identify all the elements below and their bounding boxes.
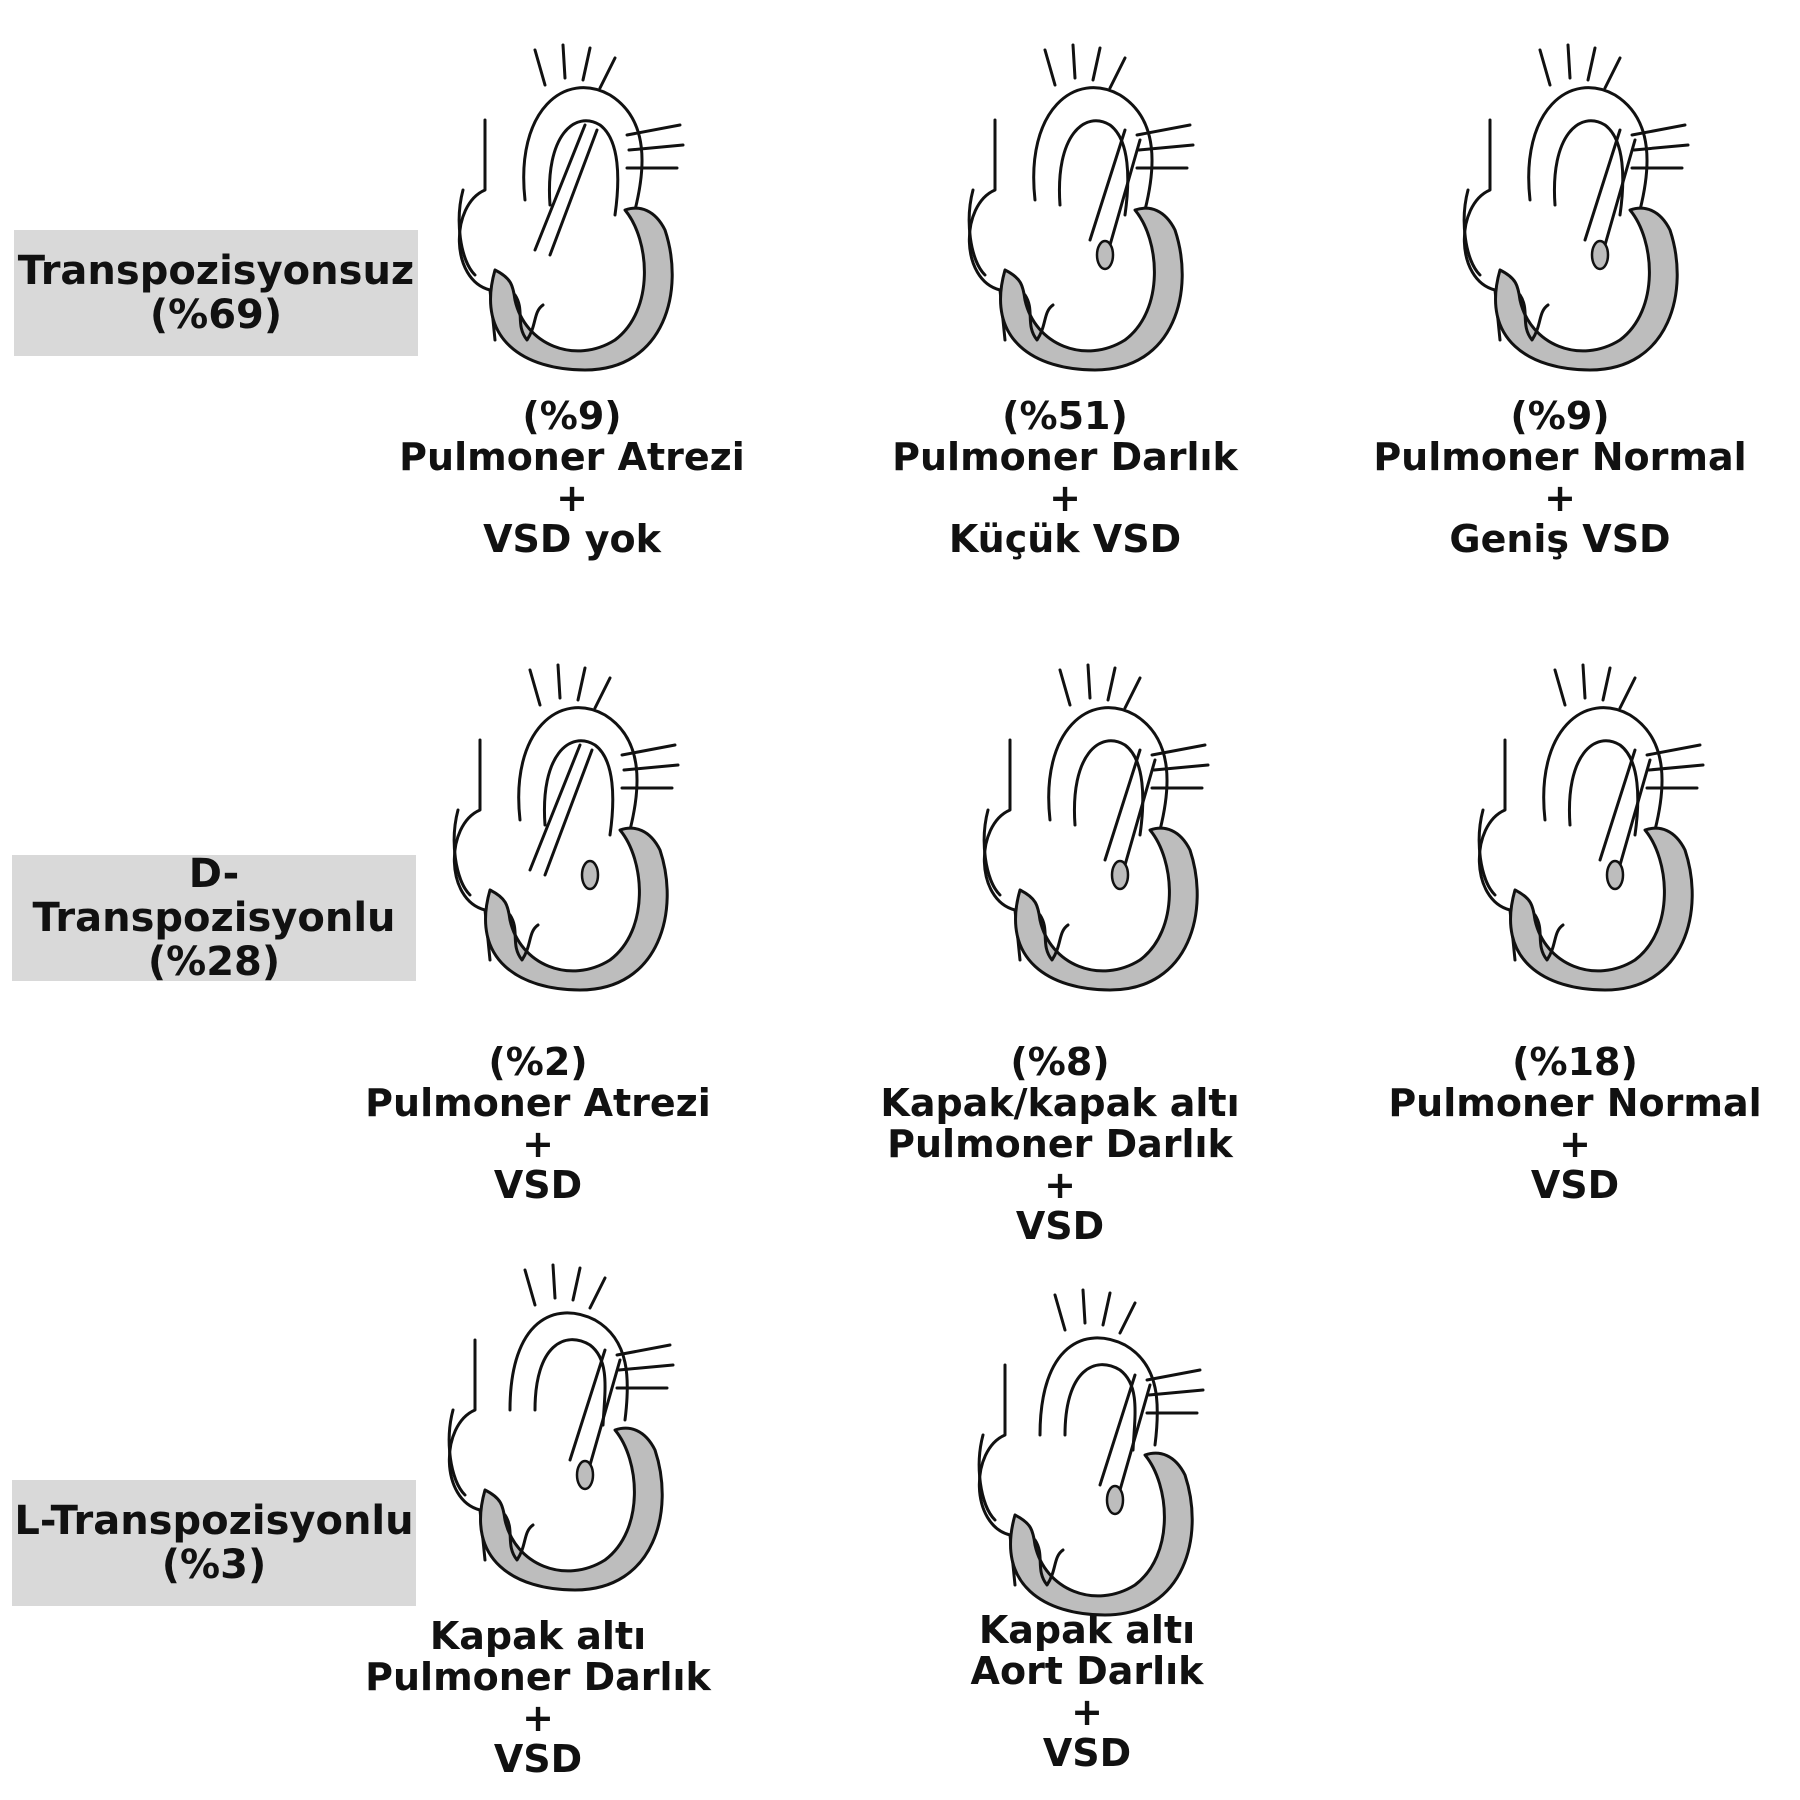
caption-line: + [522, 1122, 554, 1166]
category-label: L-Transpozisyonlu [14, 1498, 414, 1544]
category-percent: (%3) [161, 1542, 267, 1588]
caption-line: Küçük VSD [948, 517, 1182, 561]
caption-line: Kapak altı [429, 1614, 647, 1658]
heart-pulmonary-normal-large-vsd-icon [1420, 40, 1710, 380]
caption-line: (%8) [1010, 1040, 1110, 1084]
heart-pulmonary-atresia-no-vsd-icon [415, 40, 705, 380]
caption-line: + [1544, 476, 1576, 520]
category-percent: (%28) [147, 939, 281, 985]
caption-2: (%51) Pulmoner Darlık + Küçük VSD [855, 396, 1275, 560]
caption-6: (%18) Pulmoner Normal + VSD [1365, 1042, 1785, 1206]
caption-line: + [1559, 1122, 1591, 1166]
category-label: D-Transpozisyonlu [32, 851, 396, 941]
caption-line: Pulmoner Normal [1373, 435, 1747, 479]
heart-diagram-1 [415, 40, 705, 380]
caption-1: (%9) Pulmoner Atrezi + VSD yok [362, 396, 782, 560]
caption-line: Aort Darlık [970, 1649, 1204, 1693]
caption-line: Pulmoner Darlık [892, 435, 1238, 479]
heart-diagram-4 [410, 660, 700, 1000]
heart-dtga-pulmonary-normal-vsd-icon [1435, 660, 1725, 1000]
caption-line: (%18) [1512, 1040, 1638, 1084]
caption-7: Kapak altı Pulmoner Darlık + VSD [328, 1616, 748, 1780]
caption-line: Pulmoner Normal [1388, 1081, 1762, 1125]
caption-line: + [522, 1696, 554, 1740]
caption-line: + [1071, 1690, 1103, 1734]
caption-line: (%9) [522, 394, 622, 438]
heart-dtga-pulmonary-stenosis-vsd-icon [940, 660, 1230, 1000]
heart-ltga-subvalvular-pulmonary-stenosis-vsd-icon [405, 1260, 695, 1600]
caption-line: + [556, 476, 588, 520]
heart-diagram-7 [405, 1260, 695, 1600]
heart-diagram-3 [1420, 40, 1710, 380]
caption-line: Pulmoner Atrezi [399, 435, 745, 479]
heart-pulmonary-stenosis-small-vsd-icon [925, 40, 1215, 380]
caption-8: Kapak altı Aort Darlık + VSD [877, 1610, 1297, 1774]
caption-line: VSD [1530, 1163, 1620, 1207]
heart-ltga-subvalvular-aortic-stenosis-vsd-icon [935, 1285, 1225, 1625]
caption-5: (%8) Kapak/kapak altı Pulmoner Darlık + … [850, 1042, 1270, 1247]
heart-diagram-5 [940, 660, 1230, 1000]
caption-line: VSD [493, 1737, 583, 1781]
caption-line: + [1049, 476, 1081, 520]
caption-line: VSD yok [483, 517, 661, 561]
category-label: Transpozisyonsuz [17, 248, 415, 294]
caption-line: Geniş VSD [1449, 517, 1671, 561]
category-box-transpozisyonsuz: Transpozisyonsuz (%69) [14, 230, 418, 356]
caption-line: Pulmoner Atrezi [365, 1081, 711, 1125]
caption-line: (%2) [488, 1040, 588, 1084]
caption-line: (%51) [1002, 394, 1128, 438]
caption-4: (%2) Pulmoner Atrezi + VSD [328, 1042, 748, 1206]
caption-line: Pulmoner Darlık [365, 1655, 711, 1699]
heart-diagram-6 [1435, 660, 1725, 1000]
heart-diagram-8 [935, 1285, 1225, 1625]
caption-line: (%9) [1510, 394, 1610, 438]
heart-dtga-pulmonary-atresia-vsd-icon [410, 660, 700, 1000]
caption-line: VSD [493, 1163, 583, 1207]
caption-line: + [1044, 1163, 1076, 1207]
category-box-d-transpozisyonlu: D-Transpozisyonlu (%28) [12, 851, 416, 985]
category-percent: (%69) [149, 292, 283, 338]
caption-line: Kapak altı [978, 1608, 1196, 1652]
caption-line: VSD [1015, 1204, 1105, 1248]
caption-line: Kapak/kapak altı [880, 1081, 1240, 1125]
caption-line: VSD [1042, 1731, 1132, 1775]
category-box-l-transpozisyonlu: L-Transpozisyonlu (%3) [12, 1480, 416, 1606]
heart-diagram-2 [925, 40, 1215, 380]
caption-3: (%9) Pulmoner Normal + Geniş VSD [1350, 396, 1770, 560]
caption-line: Pulmoner Darlık [887, 1122, 1233, 1166]
